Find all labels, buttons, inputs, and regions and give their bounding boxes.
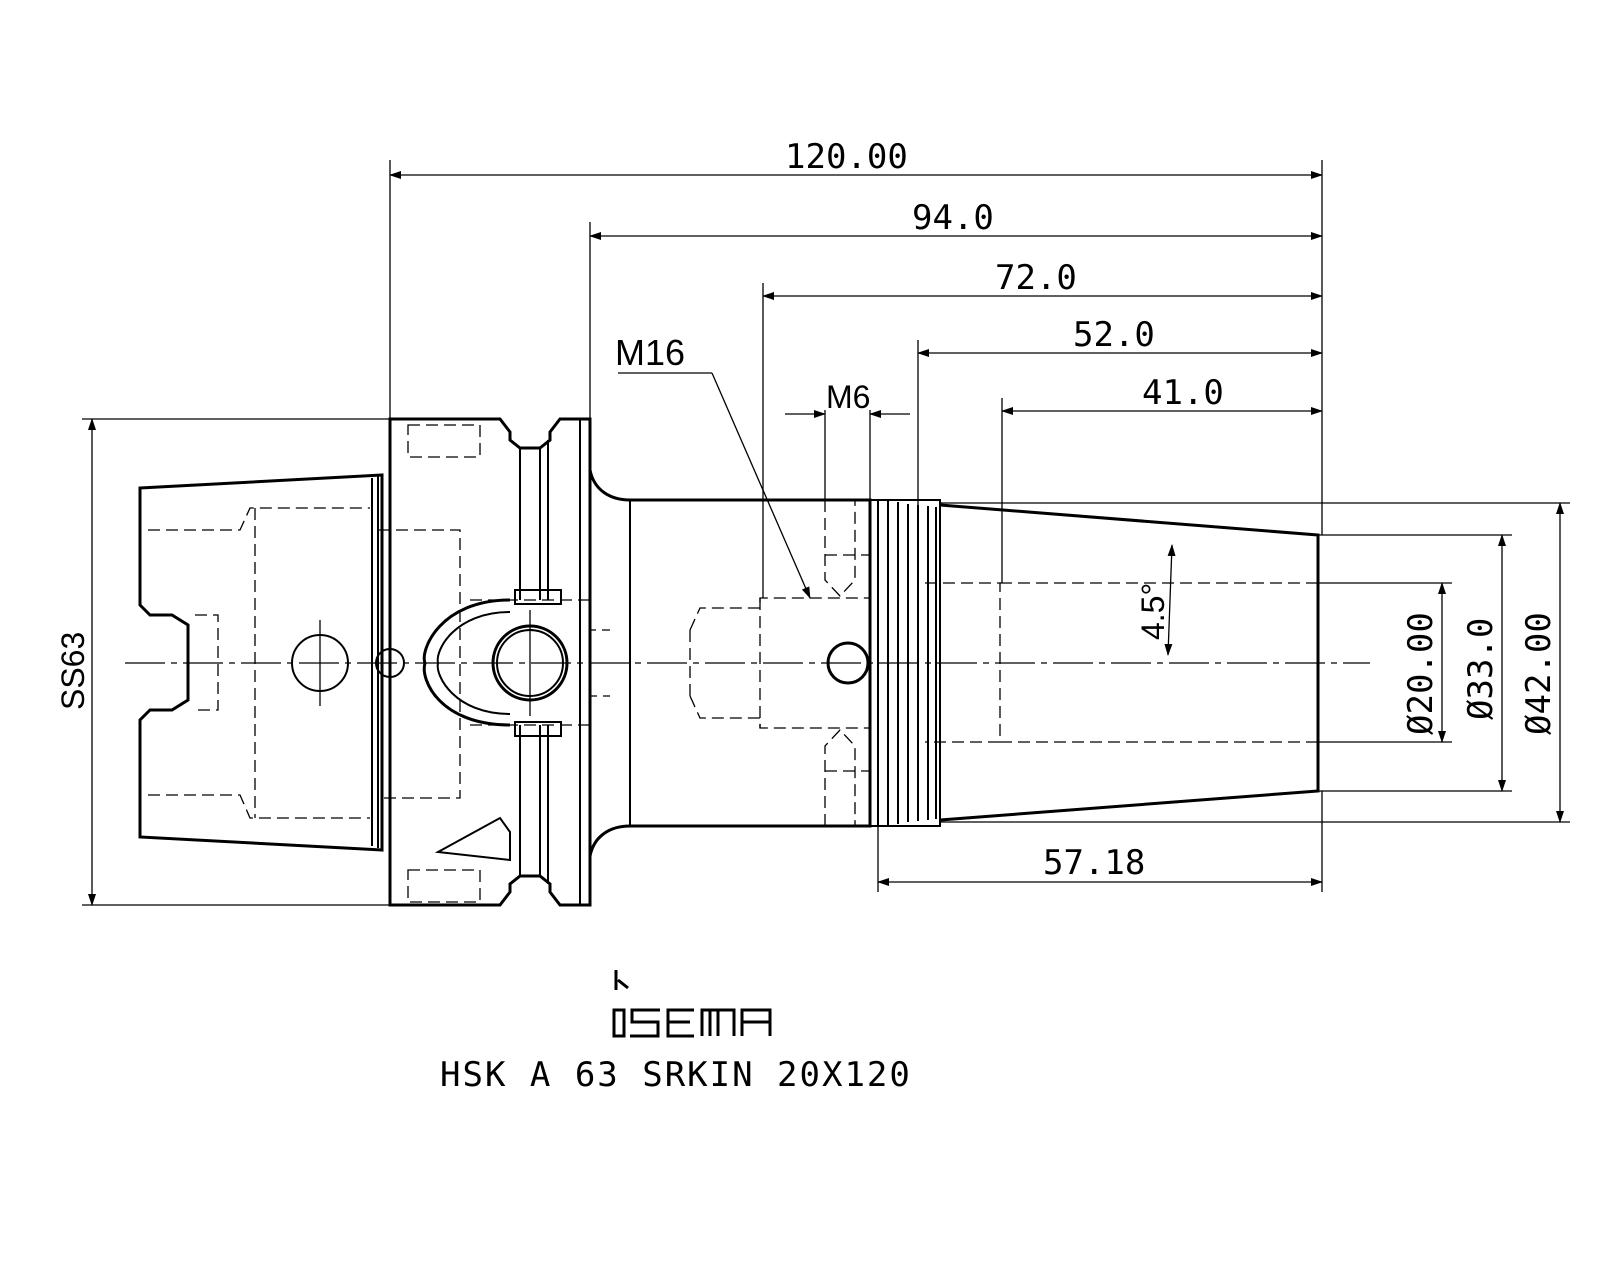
dimension-m16: M16 <box>615 332 811 599</box>
dimension-dia42: Ø42.00 <box>940 502 1570 823</box>
dia33-label: Ø33.0 <box>1461 618 1501 720</box>
dimension-dia20: Ø20.00 <box>1310 582 1452 743</box>
dim-5718-label: 57.18 <box>1043 843 1145 883</box>
dim-94-label: 94.0 <box>912 198 994 238</box>
part-name: HSK A 63 SRKIN 20X120 <box>440 1055 912 1095</box>
dia42-label: Ø42.00 <box>1519 612 1559 735</box>
dimension-72: 72.0 <box>762 258 1323 598</box>
dim-m16-label: M16 <box>615 332 685 373</box>
dimension-ss63: SS63 <box>55 418 390 906</box>
dim-52-label: 52.0 <box>1073 315 1155 355</box>
dim-72-label: 72.0 <box>995 258 1077 298</box>
flange <box>388 417 610 907</box>
iscar-logo <box>612 970 772 1038</box>
body <box>588 419 1320 905</box>
angle-label: 4.5° <box>1135 583 1171 640</box>
dim-120-label: 120.00 <box>785 137 908 177</box>
hsk-shank <box>138 473 461 852</box>
dimension-m6: M6 <box>785 379 910 500</box>
dimension-41: 41.0 <box>1001 373 1323 583</box>
dimension-52: 52.0 <box>917 315 1323 505</box>
dimension-94: 94.0 <box>589 198 1323 419</box>
dim-m6-label: M6 <box>826 379 870 415</box>
dimension-120: 120.00 <box>389 137 1323 535</box>
dia20-label: Ø20.00 <box>1401 612 1441 735</box>
dim-41-label: 41.0 <box>1142 373 1224 413</box>
dimension-angle: 4.5° <box>1135 544 1176 656</box>
dimension-dia33: Ø33.0 <box>1318 534 1512 792</box>
dimension-5718: 57.18 <box>877 791 1323 892</box>
ss63-label: SS63 <box>55 632 91 710</box>
